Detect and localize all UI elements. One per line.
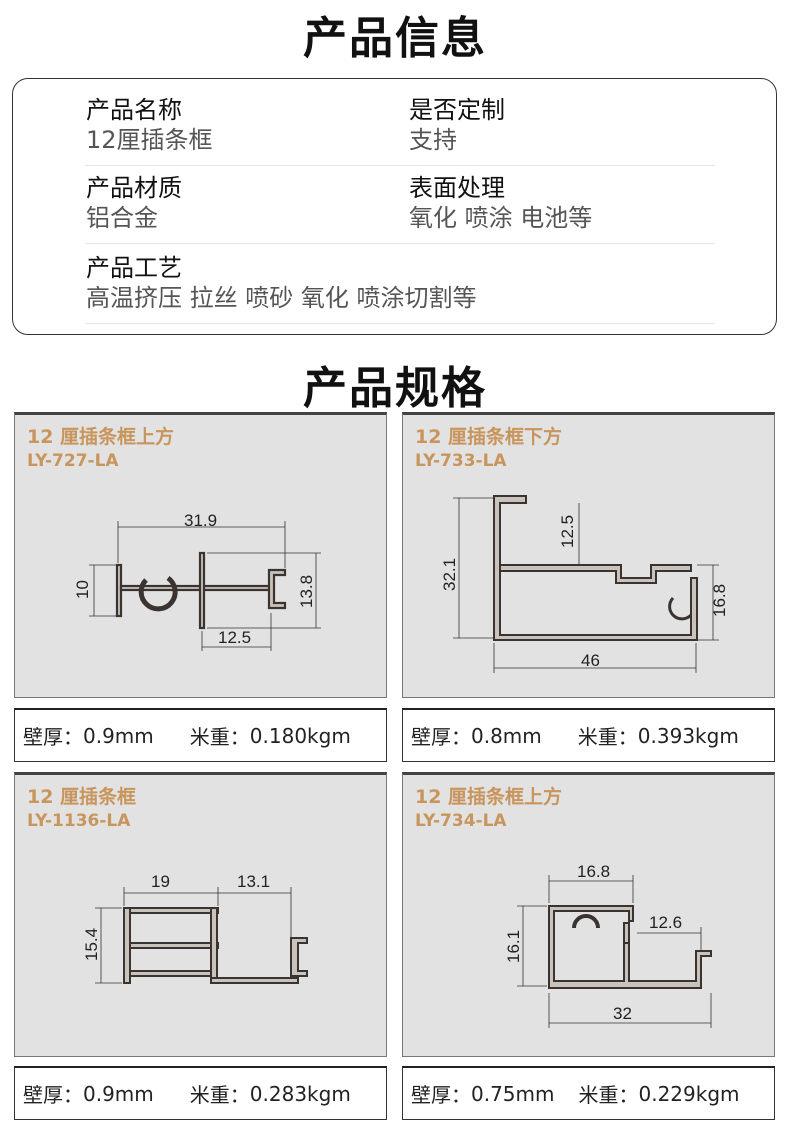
label: 是否定制 [409, 96, 505, 124]
profile-drawing: 16.8 16.1 12.6 32 [504, 862, 712, 1028]
dim-label: 12.5 [558, 515, 577, 548]
spec-bar: 壁厚：0.9mm 米重：0.283kgm [14, 1066, 387, 1120]
wall-value: 0.9mm [83, 1081, 154, 1106]
product-name: 12 厘插条框上方 [27, 426, 175, 448]
value: 氧化 喷涂 电池等 [409, 204, 593, 232]
dim-label: 16.8 [710, 584, 729, 617]
divider [85, 243, 715, 244]
dim-label: 19 [151, 872, 170, 891]
wall-value: 0.8mm [471, 723, 542, 748]
wall-value: 0.9mm [83, 723, 154, 748]
info-title: 产品信息 [303, 13, 487, 64]
profile-drawing: 19 13.1 15.4 [82, 872, 308, 984]
product-code: LY-1136-LA [27, 811, 131, 831]
dim-label: 16.8 [577, 862, 610, 881]
dim-label: 12.5 [218, 628, 251, 647]
weight-value: 0.229kgm [638, 1081, 740, 1106]
product-card: 32.1 12.5 16.8 46 12 厘插条框下方 LY-733-LA [402, 412, 775, 698]
spec-bar: 壁厚：0.9mm 米重：0.180kgm [14, 708, 387, 762]
value: 铝合金 [86, 204, 158, 232]
product-card: 16.8 16.1 12.6 32 12 厘插条框上方 LY-734-LA [402, 772, 775, 1057]
label: 产品名称 [86, 96, 182, 124]
wall-value: 0.75mm [471, 1081, 555, 1106]
spec-bar: 壁厚：0.8mm 米重：0.393kgm [402, 708, 775, 762]
divider [85, 323, 715, 324]
label: 产品工艺 [86, 254, 182, 282]
product-code: LY-727-LA [27, 451, 119, 471]
value: 支持 [409, 126, 457, 154]
dim-label: 12.6 [649, 913, 682, 932]
dim-label: 31.9 [184, 511, 217, 530]
weight-value: 0.180kgm [249, 723, 351, 748]
info-surface: 表面处理氧化 喷涂 电池等 [409, 173, 592, 233]
info-custom: 是否定制支持 [409, 95, 505, 155]
label: 产品材质 [86, 174, 182, 202]
weight-value: 0.283kgm [249, 1081, 351, 1106]
product-code: LY-733-LA [415, 451, 507, 471]
info-process: 产品工艺高温挤压 拉丝 喷砂 氧化 喷涂切割等 [86, 253, 477, 313]
label: 表面处理 [409, 174, 505, 202]
product-code: LY-734-LA [415, 811, 507, 831]
weight-label: 米重： [189, 725, 250, 749]
dim-label: 16.1 [504, 930, 523, 963]
weight-label: 米重： [189, 1083, 250, 1107]
dim-label: 13.1 [237, 872, 270, 891]
dim-label: 15.4 [82, 928, 101, 961]
divider [85, 165, 715, 166]
product-card: 31.9 10 13.8 12.5 12 厘插条框上方 LY-727-LA [14, 412, 387, 698]
wall-label: 壁厚： [23, 1083, 83, 1107]
product-name: 12 厘插条框 [27, 786, 137, 808]
profile-drawing: 31.9 10 13.8 12.5 [73, 511, 321, 651]
dim-label: 32 [613, 1004, 632, 1023]
weight-label: 米重： [578, 1083, 639, 1107]
weight-value: 0.393kgm [637, 723, 739, 748]
dim-label: 13.8 [297, 575, 316, 608]
spec-title: 产品规格 [303, 363, 487, 414]
product-name: 12 厘插条框上方 [415, 786, 563, 808]
value: 高温挤压 拉丝 喷砂 氧化 喷涂切割等 [86, 284, 477, 312]
info-material: 产品材质铝合金 [86, 173, 182, 233]
profile-drawing: 32.1 12.5 16.8 46 [440, 495, 729, 673]
wall-label: 壁厚： [411, 1083, 471, 1107]
wall-label: 壁厚： [411, 725, 471, 749]
product-name: 12 厘插条框下方 [415, 426, 563, 448]
dim-label: 10 [73, 580, 92, 599]
wall-label: 壁厚： [23, 725, 83, 749]
weight-label: 米重： [577, 725, 638, 749]
dim-label: 32.1 [440, 558, 459, 591]
spec-bar: 壁厚：0.75mm 米重：0.229kgm [402, 1066, 775, 1120]
product-card: 19 13.1 15.4 12 厘插条框 LY-1136-LA [14, 772, 387, 1057]
dim-label: 46 [581, 651, 600, 670]
value: 12厘插条框 [86, 126, 213, 154]
